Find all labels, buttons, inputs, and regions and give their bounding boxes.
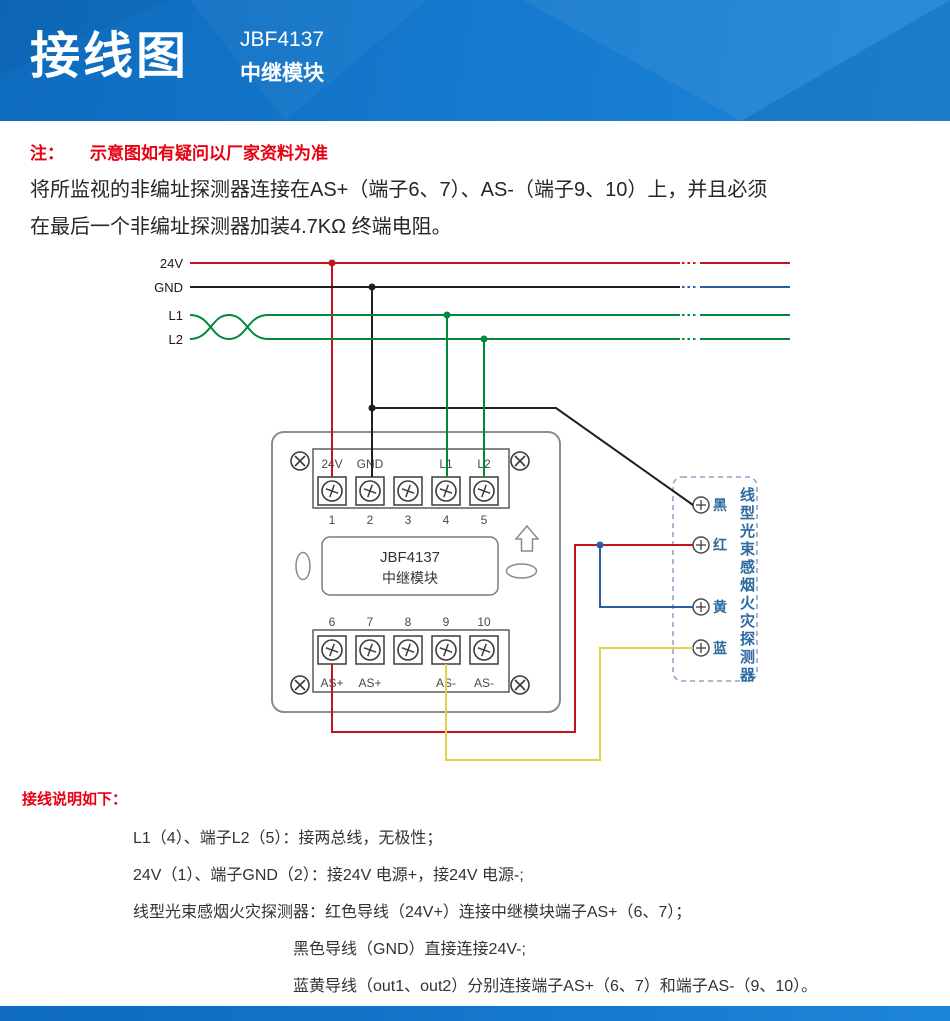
detector-screw-icon <box>692 639 710 657</box>
junction-dot <box>443 311 451 319</box>
terminal-screw-icon <box>317 476 347 506</box>
bottom-terminal-number: 9 <box>443 615 450 629</box>
corner-screw-icon <box>290 675 310 695</box>
bottom-terminal-number: 6 <box>329 615 336 629</box>
bus-label-gnd: GND <box>154 280 183 295</box>
module-model-text: JBF4137 <box>380 549 440 566</box>
beam-detector-box: 黑 红 黄 蓝 <box>672 476 758 682</box>
side-slot-left <box>295 551 311 581</box>
wire-red-asplus-to-detector <box>331 544 693 733</box>
detector-terminal-label: 黄 <box>713 599 727 615</box>
bottom-terminal-label: AS- <box>474 676 494 690</box>
wire-gnd-to-detector <box>372 407 694 506</box>
description-line-1: 将所监视的非编址探测器连接在AS+（端子6、7）、AS-（端子9、10）上，并且… <box>30 179 768 201</box>
bus-label-24v: 24V <box>160 256 183 271</box>
detector-name-label: 线型光束感烟火灾探测器 <box>738 487 755 685</box>
instruction-line: 蓝黄导线（out1、out2）分别连接端子AS+（6、7）和端子AS-（9、10… <box>293 978 818 995</box>
detector-screw-icon <box>692 598 710 616</box>
detector-terminal-label: 蓝 <box>713 640 727 656</box>
junction-dot <box>328 259 336 267</box>
junction-dot <box>368 283 376 291</box>
instruction-line: L1（4）、端子L2（5）：接两总线，无极性； <box>133 830 443 847</box>
corner-screw-icon <box>510 675 530 695</box>
note-line: 注： 示意图如有疑问以厂家资料为准 <box>30 139 328 164</box>
instruction-line: 线型光束感烟火灾探测器：红色导线（24V+）连接中继模块端子AS+（6、7）； <box>133 904 692 921</box>
top-terminal-number: 3 <box>405 513 412 527</box>
junction-dot <box>596 541 604 549</box>
wire-blue-out1 <box>599 545 693 608</box>
detector-screw-icon <box>692 496 710 514</box>
detector-terminal-label: 黑 <box>713 497 727 513</box>
terminal-screw-icon <box>355 635 385 665</box>
module-nameplate <box>321 536 499 596</box>
top-terminal-label: GND <box>357 457 384 471</box>
junction-dots <box>328 259 604 549</box>
detector-screw-icon <box>692 536 710 554</box>
top-terminal-number: 2 <box>367 513 374 527</box>
instructions-title: 接线说明如下： <box>22 791 128 808</box>
wire-l1-bus <box>189 314 680 341</box>
bus-label-l1: L1 <box>169 308 183 323</box>
corner-screw-icon <box>290 451 310 471</box>
bottom-terminal-number: 8 <box>405 615 412 629</box>
note-warning: 示意图如有疑问以厂家资料为准 <box>90 144 328 163</box>
model-number: JBF4137 <box>240 28 325 51</box>
relay-module: 24V GND L1 L2 1 2 3 4 5 JBF4137 中继模块 6 7 <box>271 431 561 713</box>
junction-dot <box>368 404 376 412</box>
bus-label-l2: L2 <box>169 332 183 347</box>
terminal-screw-icon <box>469 635 499 665</box>
instruction-line: 24V（1）、端子GND（2）：接24V 电源+，接24V 电源-; <box>133 867 524 884</box>
terminal-screw-icon <box>431 635 461 665</box>
top-terminal-number: 1 <box>329 513 336 527</box>
wiring-diagram: 24V GND L1 L2 24V GND L1 L2 1 2 3 4 <box>154 256 790 761</box>
page-title: 接线图 <box>30 28 189 84</box>
module-name-text: 中继模块 <box>382 570 438 586</box>
up-arrow-icon <box>514 524 540 552</box>
terminal-screw-icon <box>393 635 423 665</box>
top-terminal-number: 5 <box>481 513 488 527</box>
instruction-line: 黑色导线（GND）直接连接24V-; <box>293 941 526 958</box>
wires <box>189 262 790 761</box>
top-terminal-number: 4 <box>443 513 450 527</box>
terminal-screw-icon <box>317 635 347 665</box>
wire-l2-bus <box>189 313 680 340</box>
description-text: 将所监视的非编址探测器连接在AS+（端子6、7）、AS-（端子9、10）上，并且… <box>30 172 767 246</box>
corner-screw-icon <box>510 451 530 471</box>
terminal-screw-icon <box>393 476 423 506</box>
bottom-terminal-number: 7 <box>367 615 374 629</box>
header-banner: 接线图 JBF4137 中继模块 <box>0 0 950 121</box>
bottom-terminal-label: AS+ <box>358 676 381 690</box>
model-name: 中继模块 <box>240 62 324 85</box>
terminal-screw-icon <box>431 476 461 506</box>
wire-yellow-out2 <box>445 647 693 761</box>
side-slot-right <box>505 563 538 579</box>
instructions-list: L1（4）、端子L2（5）：接两总线，无极性； 24V（1）、端子GND（2）：… <box>133 820 817 1005</box>
terminal-screw-icon <box>355 476 385 506</box>
note-label: 注： <box>30 144 64 163</box>
footer-bar <box>0 1006 950 1021</box>
terminal-screw-icon <box>469 476 499 506</box>
description-line-2: 在最后一个非编址探测器加装4.7KΩ 终端电阻。 <box>30 216 452 238</box>
detector-outline <box>672 476 758 682</box>
detector-terminal-label: 红 <box>713 537 727 553</box>
bottom-terminal-number: 10 <box>477 615 491 629</box>
junction-dot <box>480 335 488 343</box>
